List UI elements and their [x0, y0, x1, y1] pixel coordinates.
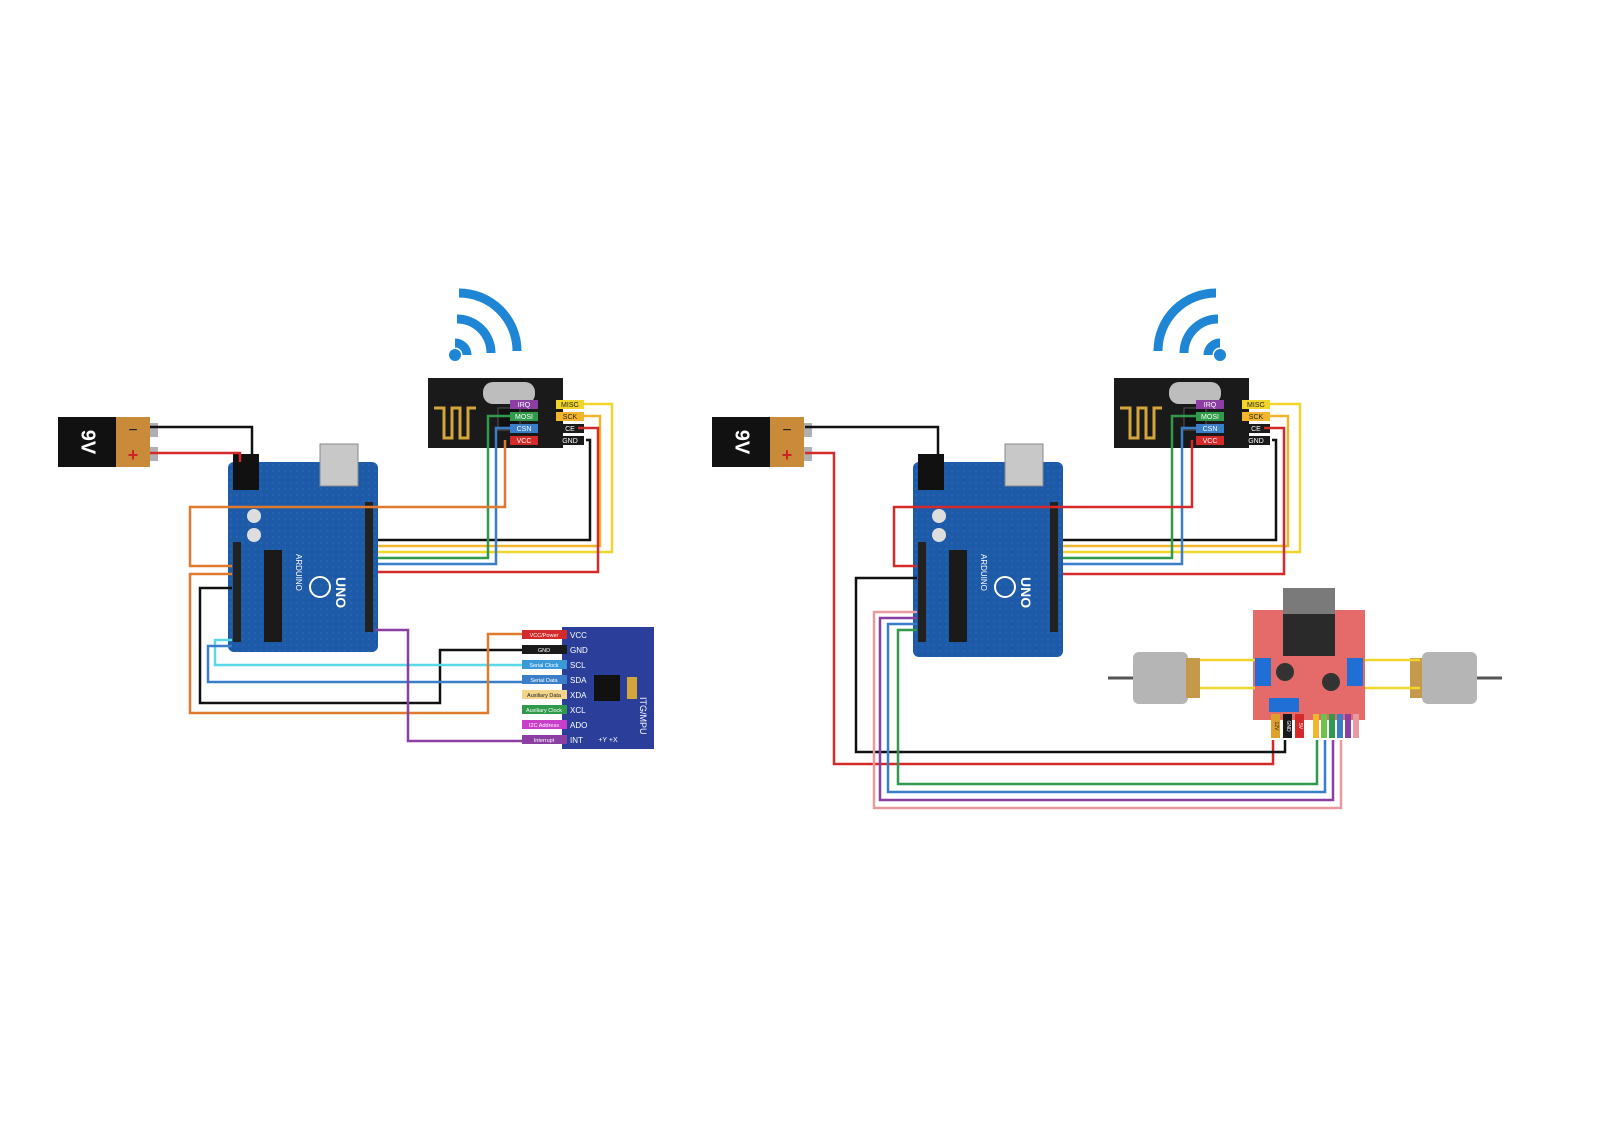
nrf-pin-vcc: VCC — [517, 438, 532, 445]
battery-minus: − — [782, 422, 791, 439]
mpu-tag-gnd: GND — [538, 648, 550, 654]
mpu-pin-vcc: VCC — [570, 631, 587, 640]
motor-icon — [1108, 652, 1200, 704]
nrf-left-pins: IRQ MOSI CSN VCC — [1196, 400, 1224, 445]
mpu-title: ITG/MPU — [638, 697, 648, 735]
nrf24-module: IRQ MOSI CSN VCC MISO SCK CE GND — [1114, 378, 1270, 448]
mpu-tag-xda: Auxiliary Data — [527, 693, 562, 699]
nrf-pin-miso: MISO — [1247, 402, 1265, 409]
nrf-pin-csn: CSN — [1203, 426, 1218, 433]
mpu-pin-xcl: XCL — [570, 706, 586, 715]
arduino-model: UNO — [1018, 577, 1034, 608]
mpu-pin-int: INT — [570, 736, 583, 745]
nrf-pin-irq: IRQ — [1204, 402, 1217, 409]
receiver-wires — [805, 402, 1420, 810]
l298n-driver: 12V GND 5V — [1253, 588, 1365, 738]
nrf-pin-gnd: GND — [1248, 438, 1264, 445]
wifi-icon — [1153, 288, 1226, 361]
mpu-pin-scl: SCL — [570, 661, 586, 670]
mpu-tag-vcc: VCC/Power — [530, 633, 559, 639]
nrf-pin-csn: CSN — [517, 426, 532, 433]
nrf-pin-ce: CE — [1251, 426, 1261, 433]
battery-plus: + — [128, 445, 139, 465]
mpu-tag-sda: Serial Data — [530, 678, 558, 684]
receiver-circuit: 9V − + UNO ARDUINO IRQ — [712, 288, 1502, 810]
battery-plus: + — [782, 445, 793, 465]
mpu-pin-gnd: GND — [570, 646, 588, 655]
nrf-pin-gnd: GND — [562, 438, 578, 445]
mpu-tag-ado: I2C Address — [529, 723, 559, 729]
mpu-pin-names: VCC GND SCL SDA XDA XCL ADO INT — [570, 631, 588, 745]
l298n-pin-gnd: GND — [1285, 720, 1291, 732]
l298n-power-labels: 12V GND 5V — [1271, 714, 1304, 738]
mpu-axes: +Y +X — [598, 737, 618, 744]
l298n-pin-5v: 5V — [1297, 723, 1303, 730]
mpu-module: ITG/MPU +Y +X VCC/Power GND Serial Clock… — [522, 627, 654, 749]
arduino-logo — [994, 576, 1016, 598]
nrf-left-pins: IRQ MOSI CSN VCC — [510, 400, 538, 445]
nrf-pin-ce: CE — [565, 426, 575, 433]
arduino-board: UNO ARDUINO — [228, 443, 378, 652]
mpu-tag-int: Interrupt — [534, 738, 555, 744]
arduino-brand: ARDUINO — [294, 554, 303, 591]
nrf-pin-sck: SCK — [1249, 414, 1264, 421]
l298n-pin-12v: 12V — [1273, 722, 1279, 732]
nrf-pin-miso: MISO — [561, 402, 579, 409]
nrf-pin-irq: IRQ — [518, 402, 531, 409]
motor-icon — [1410, 652, 1502, 704]
l298n-input-pins — [1313, 714, 1359, 738]
nrf-pin-mosi: MOSI — [1201, 414, 1219, 421]
arduino-board: UNO ARDUINO — [913, 443, 1063, 657]
nrf-pin-mosi: MOSI — [515, 414, 533, 421]
nrf-pin-vcc: VCC — [1203, 438, 1218, 445]
wifi-icon — [449, 288, 522, 361]
transmitter-wires — [150, 402, 614, 743]
nrf-right-pins: MISO SCK CE GND — [1242, 400, 1270, 445]
nrf-right-pins: MISO SCK CE GND — [556, 400, 584, 445]
nrf-pin-sck: SCK — [563, 414, 578, 421]
battery-label: 9V — [77, 430, 99, 455]
battery-label: 9V — [731, 430, 753, 455]
battery-icon: 9V − + — [58, 417, 158, 467]
mpu-pin-ado: ADO — [570, 721, 587, 730]
arduino-logo — [309, 576, 331, 598]
mpu-tag-xcl: Auxiliary Clock — [526, 708, 562, 714]
battery-minus: − — [128, 422, 137, 439]
nrf24-module: IRQ MOSI CSN VCC MISO SCK CE GND — [428, 378, 584, 448]
mpu-pin-sda: SDA — [570, 676, 587, 685]
mpu-pin-xda: XDA — [570, 691, 587, 700]
arduino-model: UNO — [333, 577, 349, 608]
mpu-pin-tags: VCC/Power GND Serial Clock Serial Data A… — [522, 630, 567, 744]
battery-icon: 9V − + — [712, 417, 812, 467]
mpu-tag-scl: Serial Clock — [529, 663, 559, 669]
transmitter-circuit: 9V − + UNO ARDUINO IRQ — [58, 288, 654, 749]
arduino-brand: ARDUINO — [979, 554, 988, 591]
